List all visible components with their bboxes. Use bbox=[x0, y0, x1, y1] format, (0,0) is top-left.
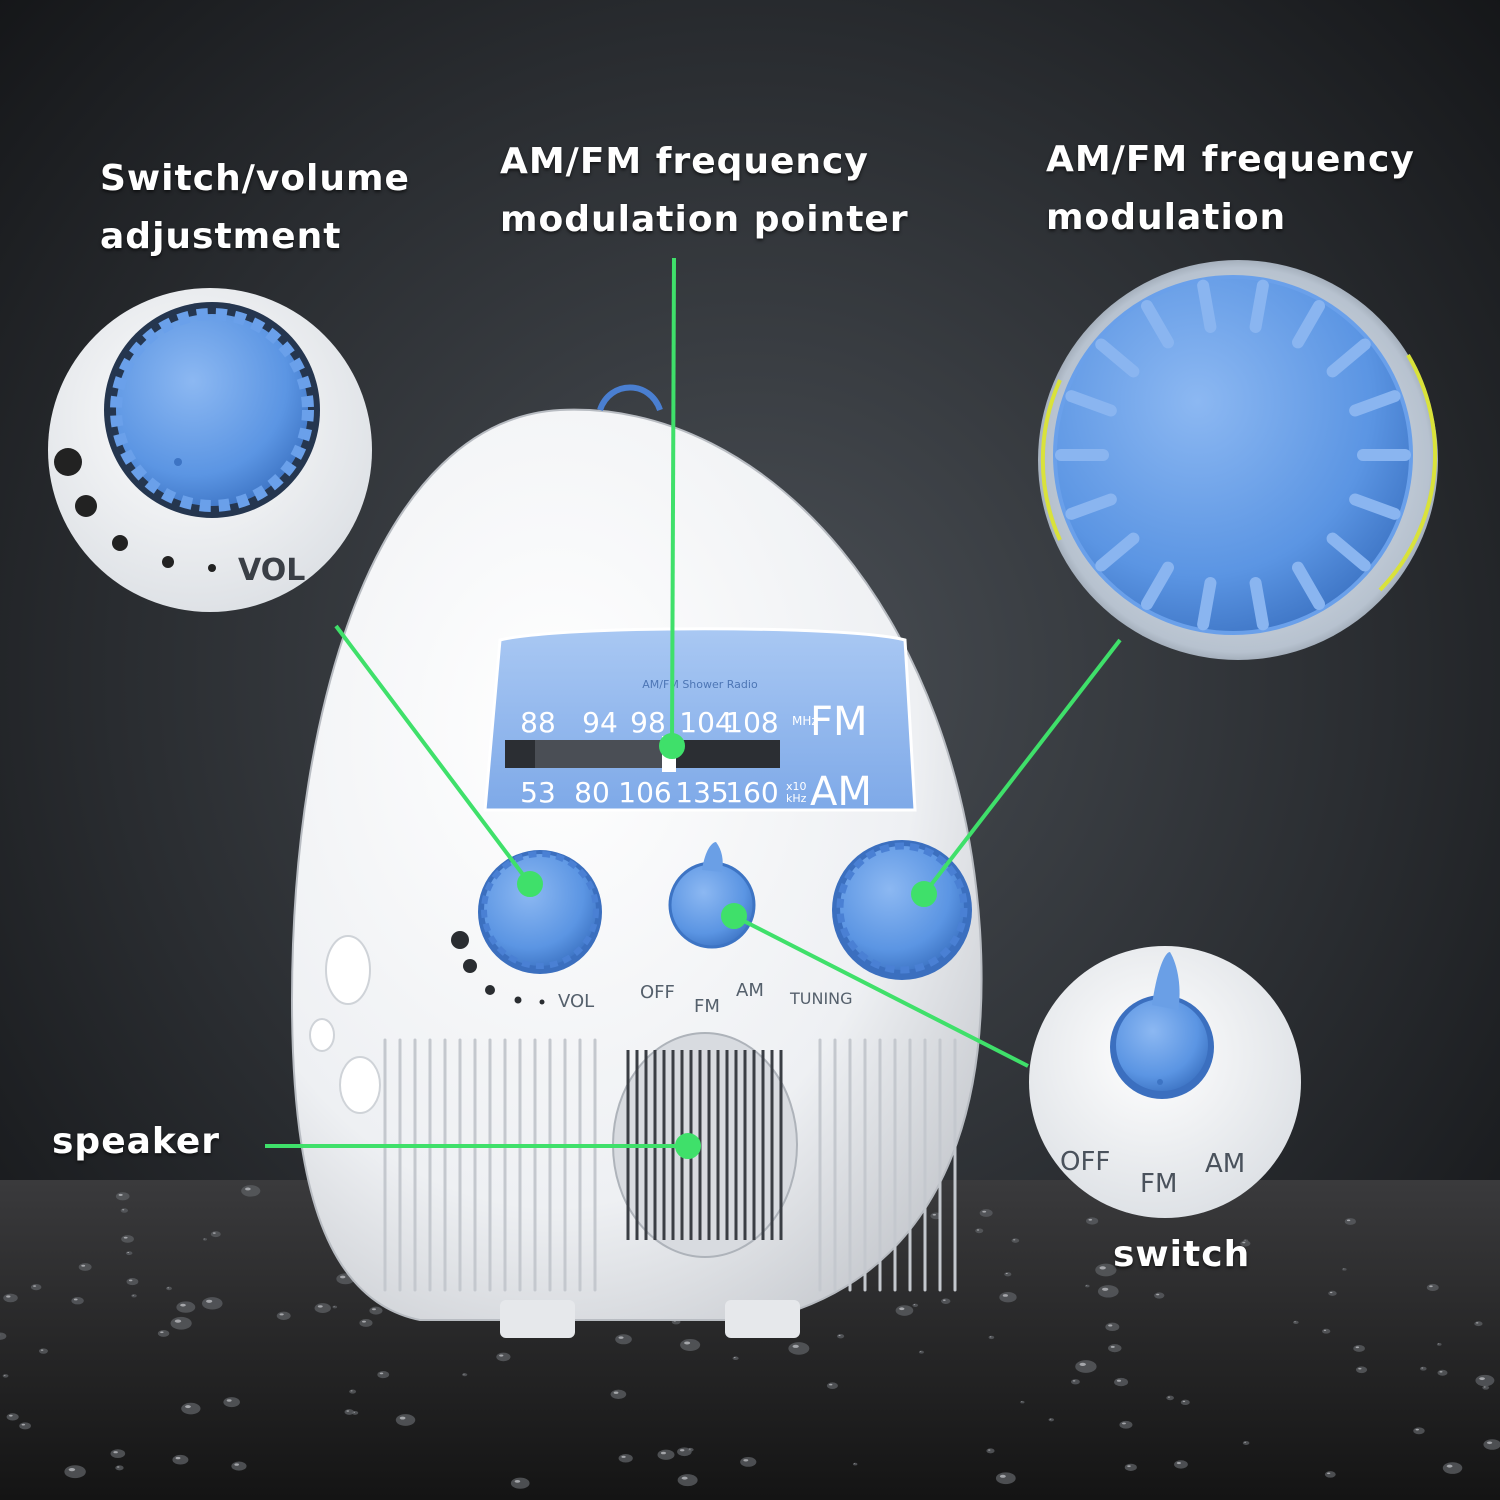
callout-switch-dot bbox=[721, 903, 747, 929]
callout-volume bbox=[334, 624, 532, 886]
fm-tick-label: 94 bbox=[582, 706, 618, 739]
zoom-vol-label: VOL bbox=[238, 553, 305, 588]
fm-tick-label: 88 bbox=[520, 706, 556, 739]
callout-pointer bbox=[670, 257, 676, 747]
switch-zoom-inset: OFF FM AM bbox=[1029, 946, 1301, 1218]
bubble-decoration bbox=[339, 1056, 381, 1114]
am-unit-bottom: kHz bbox=[786, 792, 807, 805]
am-unit-top: x10 bbox=[786, 780, 807, 793]
speaker-label: speaker bbox=[52, 1121, 221, 1162]
tuning-callout-label: AM/FM frequency modulation bbox=[1046, 131, 1415, 247]
tuning-zoom-inset bbox=[1038, 260, 1438, 660]
switch-am-label: AM bbox=[736, 980, 764, 1001]
left-foot bbox=[500, 1300, 575, 1338]
bubble-decoration bbox=[325, 935, 371, 1005]
hanging-strap bbox=[597, 384, 663, 412]
zoom-off-label: OFF bbox=[1060, 1147, 1110, 1177]
am-band-label: AM bbox=[810, 769, 872, 815]
fm-tick-label: 108 bbox=[725, 706, 778, 739]
am-tick-label: 160 bbox=[725, 776, 778, 809]
callout-pointer-dot bbox=[659, 733, 685, 759]
speaker-callout-label: speaker bbox=[52, 1113, 220, 1171]
switch-callout-label: switch bbox=[1113, 1226, 1250, 1284]
switch-off-label: OFF bbox=[640, 982, 675, 1003]
fm-band-label: FM bbox=[810, 699, 868, 745]
callout-tuning bbox=[922, 638, 1122, 896]
zoom-fm-label: FM bbox=[1140, 1169, 1177, 1199]
fm-tick-label: 104 bbox=[679, 706, 732, 739]
am-tick-label: 80 bbox=[574, 776, 610, 809]
volume-zoom-inset: VOL bbox=[48, 288, 372, 612]
am-tick-label: 135 bbox=[675, 776, 728, 809]
callout-lines bbox=[265, 257, 1122, 1159]
volume-callout-label: Switch/volume adjustment bbox=[100, 150, 410, 266]
pointer-label-line1: AM/FM frequency bbox=[500, 141, 869, 182]
am-tick-label: 106 bbox=[618, 776, 671, 809]
callout-speaker-dot bbox=[675, 1133, 701, 1159]
right-foot bbox=[725, 1300, 800, 1338]
tuning-label-line2: modulation bbox=[1046, 197, 1287, 238]
am-tick-label: 53 bbox=[520, 776, 556, 809]
switch-label: switch bbox=[1113, 1234, 1251, 1275]
dial-brand: AM/FM Shower Radio bbox=[642, 678, 758, 691]
pointer-label-line2: modulation pointer bbox=[500, 199, 909, 240]
callout-switch bbox=[733, 914, 1029, 1068]
volume-knob[interactable] bbox=[478, 850, 602, 974]
callout-tuning-dot bbox=[911, 881, 937, 907]
fm-unit: MHz bbox=[792, 714, 818, 728]
zoom-am-label: AM bbox=[1205, 1149, 1245, 1179]
bubble-decoration bbox=[309, 1018, 335, 1052]
pointer-callout-label: AM/FM frequency modulation pointer bbox=[500, 133, 909, 249]
volume-label-line1: Switch/volume bbox=[100, 158, 410, 199]
speaker-grille bbox=[383, 1038, 957, 1292]
switch-fm-label: FM bbox=[694, 996, 720, 1017]
tuning-label: TUNING bbox=[789, 989, 853, 1008]
vol-label: VOL bbox=[558, 991, 594, 1012]
volume-level-dots bbox=[451, 931, 545, 1005]
callout-volume-dot bbox=[517, 871, 543, 897]
tuning-label-line1: AM/FM frequency bbox=[1046, 139, 1415, 180]
fm-tick-label: 98 bbox=[630, 706, 666, 739]
volume-label-line2: adjustment bbox=[100, 216, 342, 257]
